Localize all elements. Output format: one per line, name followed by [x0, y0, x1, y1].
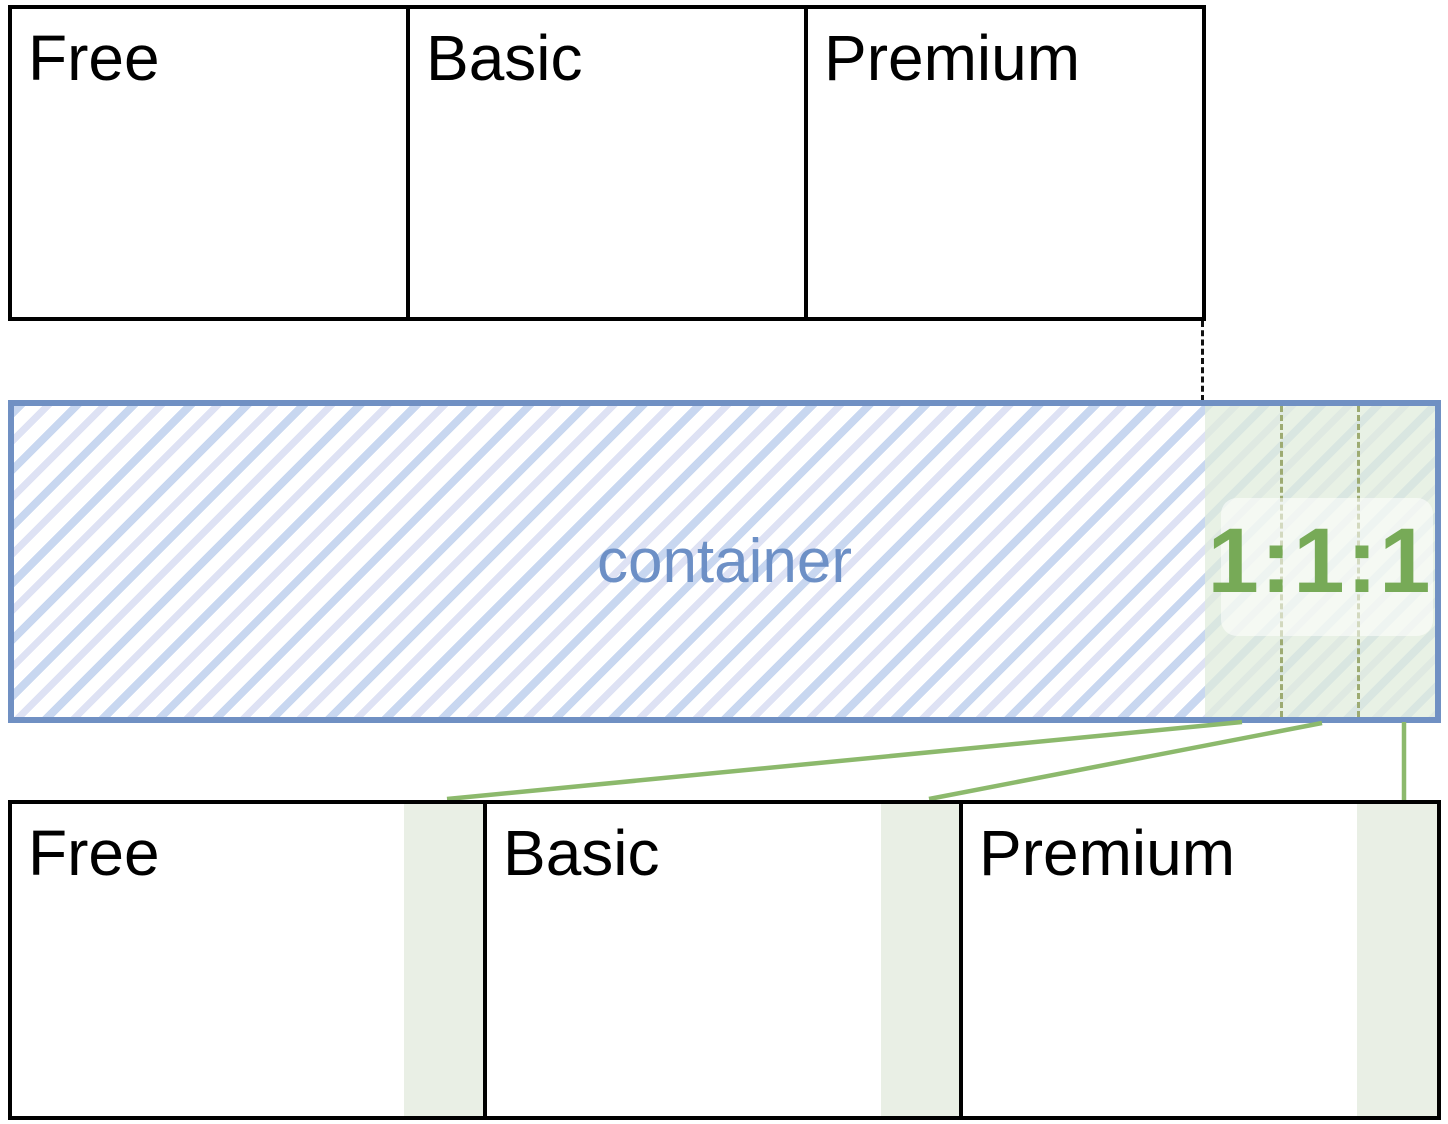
gap-strip-3 — [1357, 804, 1437, 1116]
ratio-label-backdrop — [1221, 498, 1433, 636]
distribution-line-1 — [446, 719, 1243, 802]
top-box-premium-label: Premium — [824, 22, 1081, 94]
distribution-line-2 — [928, 720, 1323, 802]
container-bar: 1:1:1 container — [8, 400, 1441, 723]
bottom-box-premium: Premium — [959, 804, 1357, 1116]
top-box-free: Free — [12, 9, 406, 317]
top-row-items: Free Basic Premium — [8, 5, 1206, 321]
top-box-basic: Basic — [406, 9, 804, 317]
top-box-basic-label: Basic — [426, 22, 583, 94]
container-label: container — [596, 527, 853, 596]
bottom-box-free-label: Free — [28, 817, 160, 889]
gap-strip-1 — [404, 804, 483, 1116]
bottom-box-basic-label: Basic — [503, 817, 660, 889]
gap-strip-2 — [881, 804, 959, 1116]
bottom-row-items: Free Basic Premium — [8, 800, 1441, 1120]
bottom-box-free: Free — [12, 804, 404, 1116]
ratio-label: 1:1:1 — [1207, 510, 1433, 612]
bottom-box-basic: Basic — [483, 804, 881, 1116]
leftover-space-region: 1:1:1 — [1205, 406, 1435, 717]
bottom-box-premium-label: Premium — [979, 817, 1236, 889]
top-box-free-label: Free — [28, 22, 160, 94]
items-width-dashed-connector — [1201, 321, 1204, 401]
top-box-premium: Premium — [804, 9, 1202, 317]
